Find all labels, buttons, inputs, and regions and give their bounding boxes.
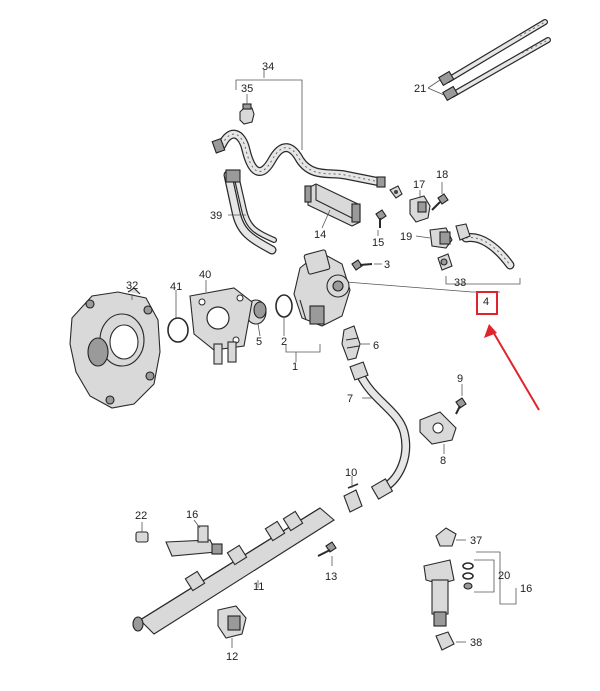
label-15: 15 bbox=[372, 237, 384, 249]
label-1: 1 bbox=[292, 361, 298, 373]
fuel-hose-34-part bbox=[211, 70, 386, 188]
label-33: 33 bbox=[454, 277, 466, 289]
label-12: 12 bbox=[226, 651, 238, 663]
label-41: 41 bbox=[170, 281, 182, 293]
sensor-19-part bbox=[415, 227, 453, 249]
label-40: 40 bbox=[199, 269, 211, 281]
high-pressure-pump-1-part bbox=[285, 249, 351, 362]
label-19: 19 bbox=[400, 231, 412, 243]
hose-33-part bbox=[437, 223, 521, 285]
cable-ties-part bbox=[427, 19, 551, 102]
fuel-rail-11-part bbox=[132, 507, 335, 635]
label-34: 34 bbox=[262, 61, 274, 73]
label-4: 4 bbox=[483, 296, 489, 308]
label-37: 37 bbox=[470, 535, 482, 547]
o-ring-41-part bbox=[167, 290, 189, 343]
label-18: 18 bbox=[436, 169, 448, 181]
bolt-18-part bbox=[431, 182, 449, 211]
label-32: 32 bbox=[126, 280, 138, 292]
label-21: 21 bbox=[414, 83, 426, 95]
label-11: 11 bbox=[253, 581, 264, 593]
label-3: 3 bbox=[384, 259, 390, 271]
injector-16a-part bbox=[165, 519, 223, 557]
sensor-12-part bbox=[217, 605, 247, 648]
label-39: 39 bbox=[210, 210, 222, 222]
label-6: 6 bbox=[373, 340, 379, 352]
highlight-arrow bbox=[491, 329, 540, 411]
part-4-bracket bbox=[345, 281, 500, 293]
housing-32-part bbox=[69, 287, 161, 409]
label-20: 20 bbox=[498, 570, 510, 582]
pin-22-part bbox=[135, 522, 149, 543]
injector-16b-part bbox=[423, 527, 517, 651]
label-5: 5 bbox=[256, 336, 262, 348]
pressure-sensor-10-part bbox=[343, 476, 363, 513]
label-7: 7 bbox=[347, 393, 353, 405]
plate-40-part bbox=[189, 280, 253, 365]
fitting-6-part bbox=[341, 325, 370, 361]
bolt-15-part bbox=[375, 209, 387, 236]
label-35: 35 bbox=[241, 83, 253, 95]
highlight-arrowhead bbox=[484, 324, 497, 338]
label-22: 22 bbox=[135, 510, 147, 522]
label-10: 10 bbox=[345, 467, 357, 479]
pipe-39-part bbox=[223, 169, 277, 255]
label-16a: 16 bbox=[186, 509, 198, 521]
o-ring-2-part bbox=[275, 294, 293, 336]
fuel-line-7-part bbox=[349, 361, 411, 500]
highlight-box-part-4 bbox=[476, 291, 498, 315]
label-2: 2 bbox=[281, 336, 287, 348]
label-8: 8 bbox=[440, 455, 446, 467]
label-13: 13 bbox=[325, 571, 337, 583]
bolt-13-part bbox=[317, 541, 337, 566]
bracket-8-part bbox=[419, 411, 457, 454]
label-14: 14 bbox=[314, 229, 326, 241]
plug-35-part bbox=[239, 94, 255, 125]
label-9: 9 bbox=[457, 373, 463, 385]
label-17: 17 bbox=[413, 179, 425, 191]
label-38: 38 bbox=[470, 637, 482, 649]
label-16b: 16 bbox=[520, 583, 532, 595]
bolt-3-part bbox=[351, 259, 382, 271]
clip-near-17-part bbox=[389, 185, 403, 199]
bolt-9-part bbox=[455, 384, 467, 415]
bracket-14-part bbox=[304, 183, 361, 229]
clamp-17-part bbox=[409, 190, 431, 223]
